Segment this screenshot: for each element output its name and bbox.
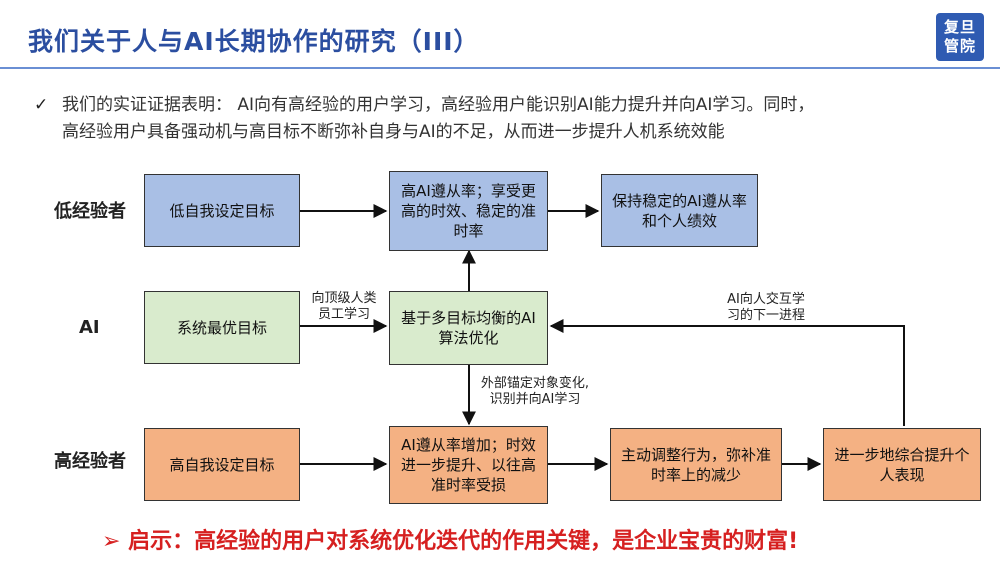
intro-text: ✓ 我们的实证证据表明： AI向有高经验的用户学习，高经验用户能识别AI能力提升并… xyxy=(34,92,974,146)
edge-label-learn-top: 向顶级人类 员工学习 xyxy=(306,291,382,323)
edge-label-learn-top-1: 向顶级人类 xyxy=(311,291,377,306)
box-ai-mid: 基于多目标均衡的AI算法优化 xyxy=(389,291,548,365)
edge-label-learn-top-2: 员工学习 xyxy=(317,307,370,322)
fudan-logo: 复旦 管院 xyxy=(936,13,984,61)
edge-label-external-1: 外部锚定对象变化, xyxy=(480,376,590,391)
intro-line-1: 我们的实证证据表明： AI向有高经验的用户学习，高经验用户能识别AI能力提升并向… xyxy=(62,95,815,115)
edge-label-interact-2: 习的下一进程 xyxy=(726,308,805,323)
edge-label-external: 外部锚定对象变化, 识别并向AI学习 xyxy=(472,376,598,408)
page-title: 我们关于人与AI长期协作的研究（III） xyxy=(28,27,480,56)
logo-line-2: 管院 xyxy=(943,37,976,55)
check-icon: ✓ xyxy=(34,95,49,115)
logo-line-1: 复旦 xyxy=(943,18,976,36)
box-high-mid: AI遵从率增加；时效进一步提升、以往高准时率受损 xyxy=(389,426,548,504)
box-low-mid: 高AI遵从率；享受更高的时效、稳定的准时率 xyxy=(389,171,548,251)
box-high-goal: 高自我设定目标 xyxy=(144,428,300,501)
row-label-ai: AI xyxy=(79,317,100,338)
insight-text: ➢ 启示：高经验的用户对系统优化迭代的作用关键，是企业宝贵的财富! xyxy=(102,529,799,554)
box-low-result: 保持稳定的AI遵从率和个人绩效 xyxy=(601,174,758,247)
arrow-feedback-to-ai xyxy=(549,319,905,426)
edge-label-interact: AI向人交互学 习的下一进程 xyxy=(706,292,826,324)
intro-line-2: 高经验用户具备强动机与高目标不断弥补自身与AI的不足，从而进一步提升人机系统效能 xyxy=(62,122,725,142)
box-high-result: 进一步地综合提升个人表现 xyxy=(823,428,981,501)
box-ai-goal: 系统最优目标 xyxy=(144,291,300,364)
title-divider xyxy=(0,67,1000,69)
box-low-goal: 低自我设定目标 xyxy=(144,174,300,247)
box-high-adjust: 主动调整行为，弥补准时率上的减少 xyxy=(610,428,782,501)
edge-label-external-2: 识别并向AI学习 xyxy=(489,392,581,407)
row-label-high: 高经验者 xyxy=(54,451,126,472)
row-label-low: 低经验者 xyxy=(54,201,126,222)
edge-label-interact-1: AI向人交互学 xyxy=(727,292,805,307)
